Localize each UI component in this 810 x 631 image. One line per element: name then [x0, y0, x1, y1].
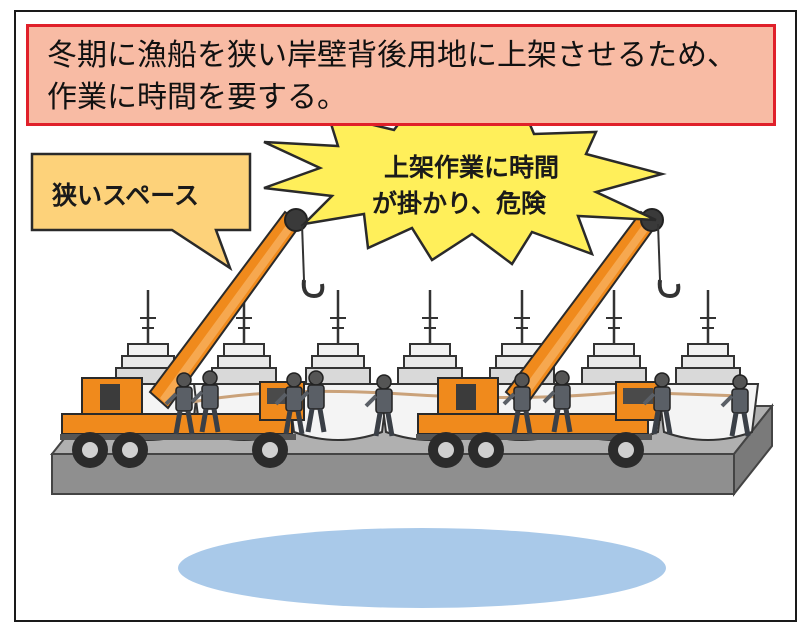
scene-illustration — [30, 96, 775, 608]
burst-label-line-1: 上架作業に時間 — [384, 153, 560, 182]
caption-line-1: 冬期に漁船を狭い岸壁背後用地に上架させるため、 — [47, 38, 737, 73]
narrow-space-callout-shape — [30, 152, 252, 272]
burst-label-line-2: が掛かり、危険 — [372, 189, 547, 218]
caption-box: 冬期に漁船を狭い岸壁背後用地に上架させるため、 作業に時間を要する。 — [26, 24, 776, 126]
diagram-frame: 冬期に漁船を狭い岸壁背後用地に上架させるため、 作業に時間を要する。 狭いスペー… — [14, 10, 797, 622]
caption-line-2: 作業に時間を要する。 — [47, 80, 347, 115]
narrow-space-label: 狭いスペース — [52, 181, 200, 210]
water-pond — [178, 528, 666, 608]
burst-callout-shape — [263, 96, 667, 266]
crane-truck-right — [414, 207, 681, 470]
